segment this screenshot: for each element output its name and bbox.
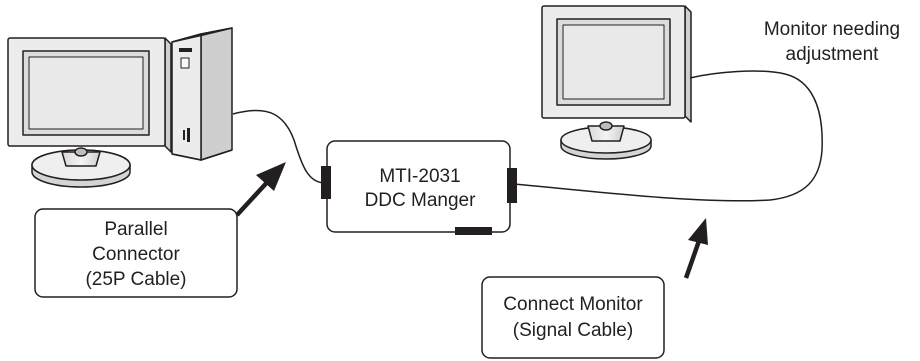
parallel-callout-line1: Parallel (104, 219, 167, 240)
parallel-callout-line2: Connector (92, 244, 180, 265)
left-port-connector (321, 166, 331, 199)
monitor-callout-line2: (Signal Cable) (513, 320, 633, 341)
parallel-cable (232, 109, 325, 184)
connect-monitor-callout: Connect Monitor (Signal Cable) (481, 276, 665, 359)
pc-monitor-icon (7, 37, 172, 188)
monitor-callout-line1: Connect Monitor (503, 294, 643, 315)
ddc-box-title-line1: MTI-2031 (379, 166, 460, 187)
signal-arrow-icon (683, 218, 708, 279)
ddc-box-title-line2: DDC Manger (365, 190, 477, 211)
target-monitor-icon (541, 5, 692, 160)
bottom-port-connector (455, 227, 492, 235)
ddc-manager-box: MTI-2031 DDC Manger (321, 140, 517, 235)
right-port-connector (507, 168, 517, 203)
parallel-callout-line3: (25P Cable) (85, 269, 186, 290)
monitor-label-line2: adjustment (786, 44, 880, 65)
signal-cable (513, 70, 823, 202)
pc-tower-icon (171, 27, 233, 161)
parallel-connector-callout: Parallel Connector (25P Cable) (34, 208, 238, 298)
monitor-label-line1: Monitor needing (764, 19, 900, 40)
parallel-arrow-icon (235, 162, 286, 217)
